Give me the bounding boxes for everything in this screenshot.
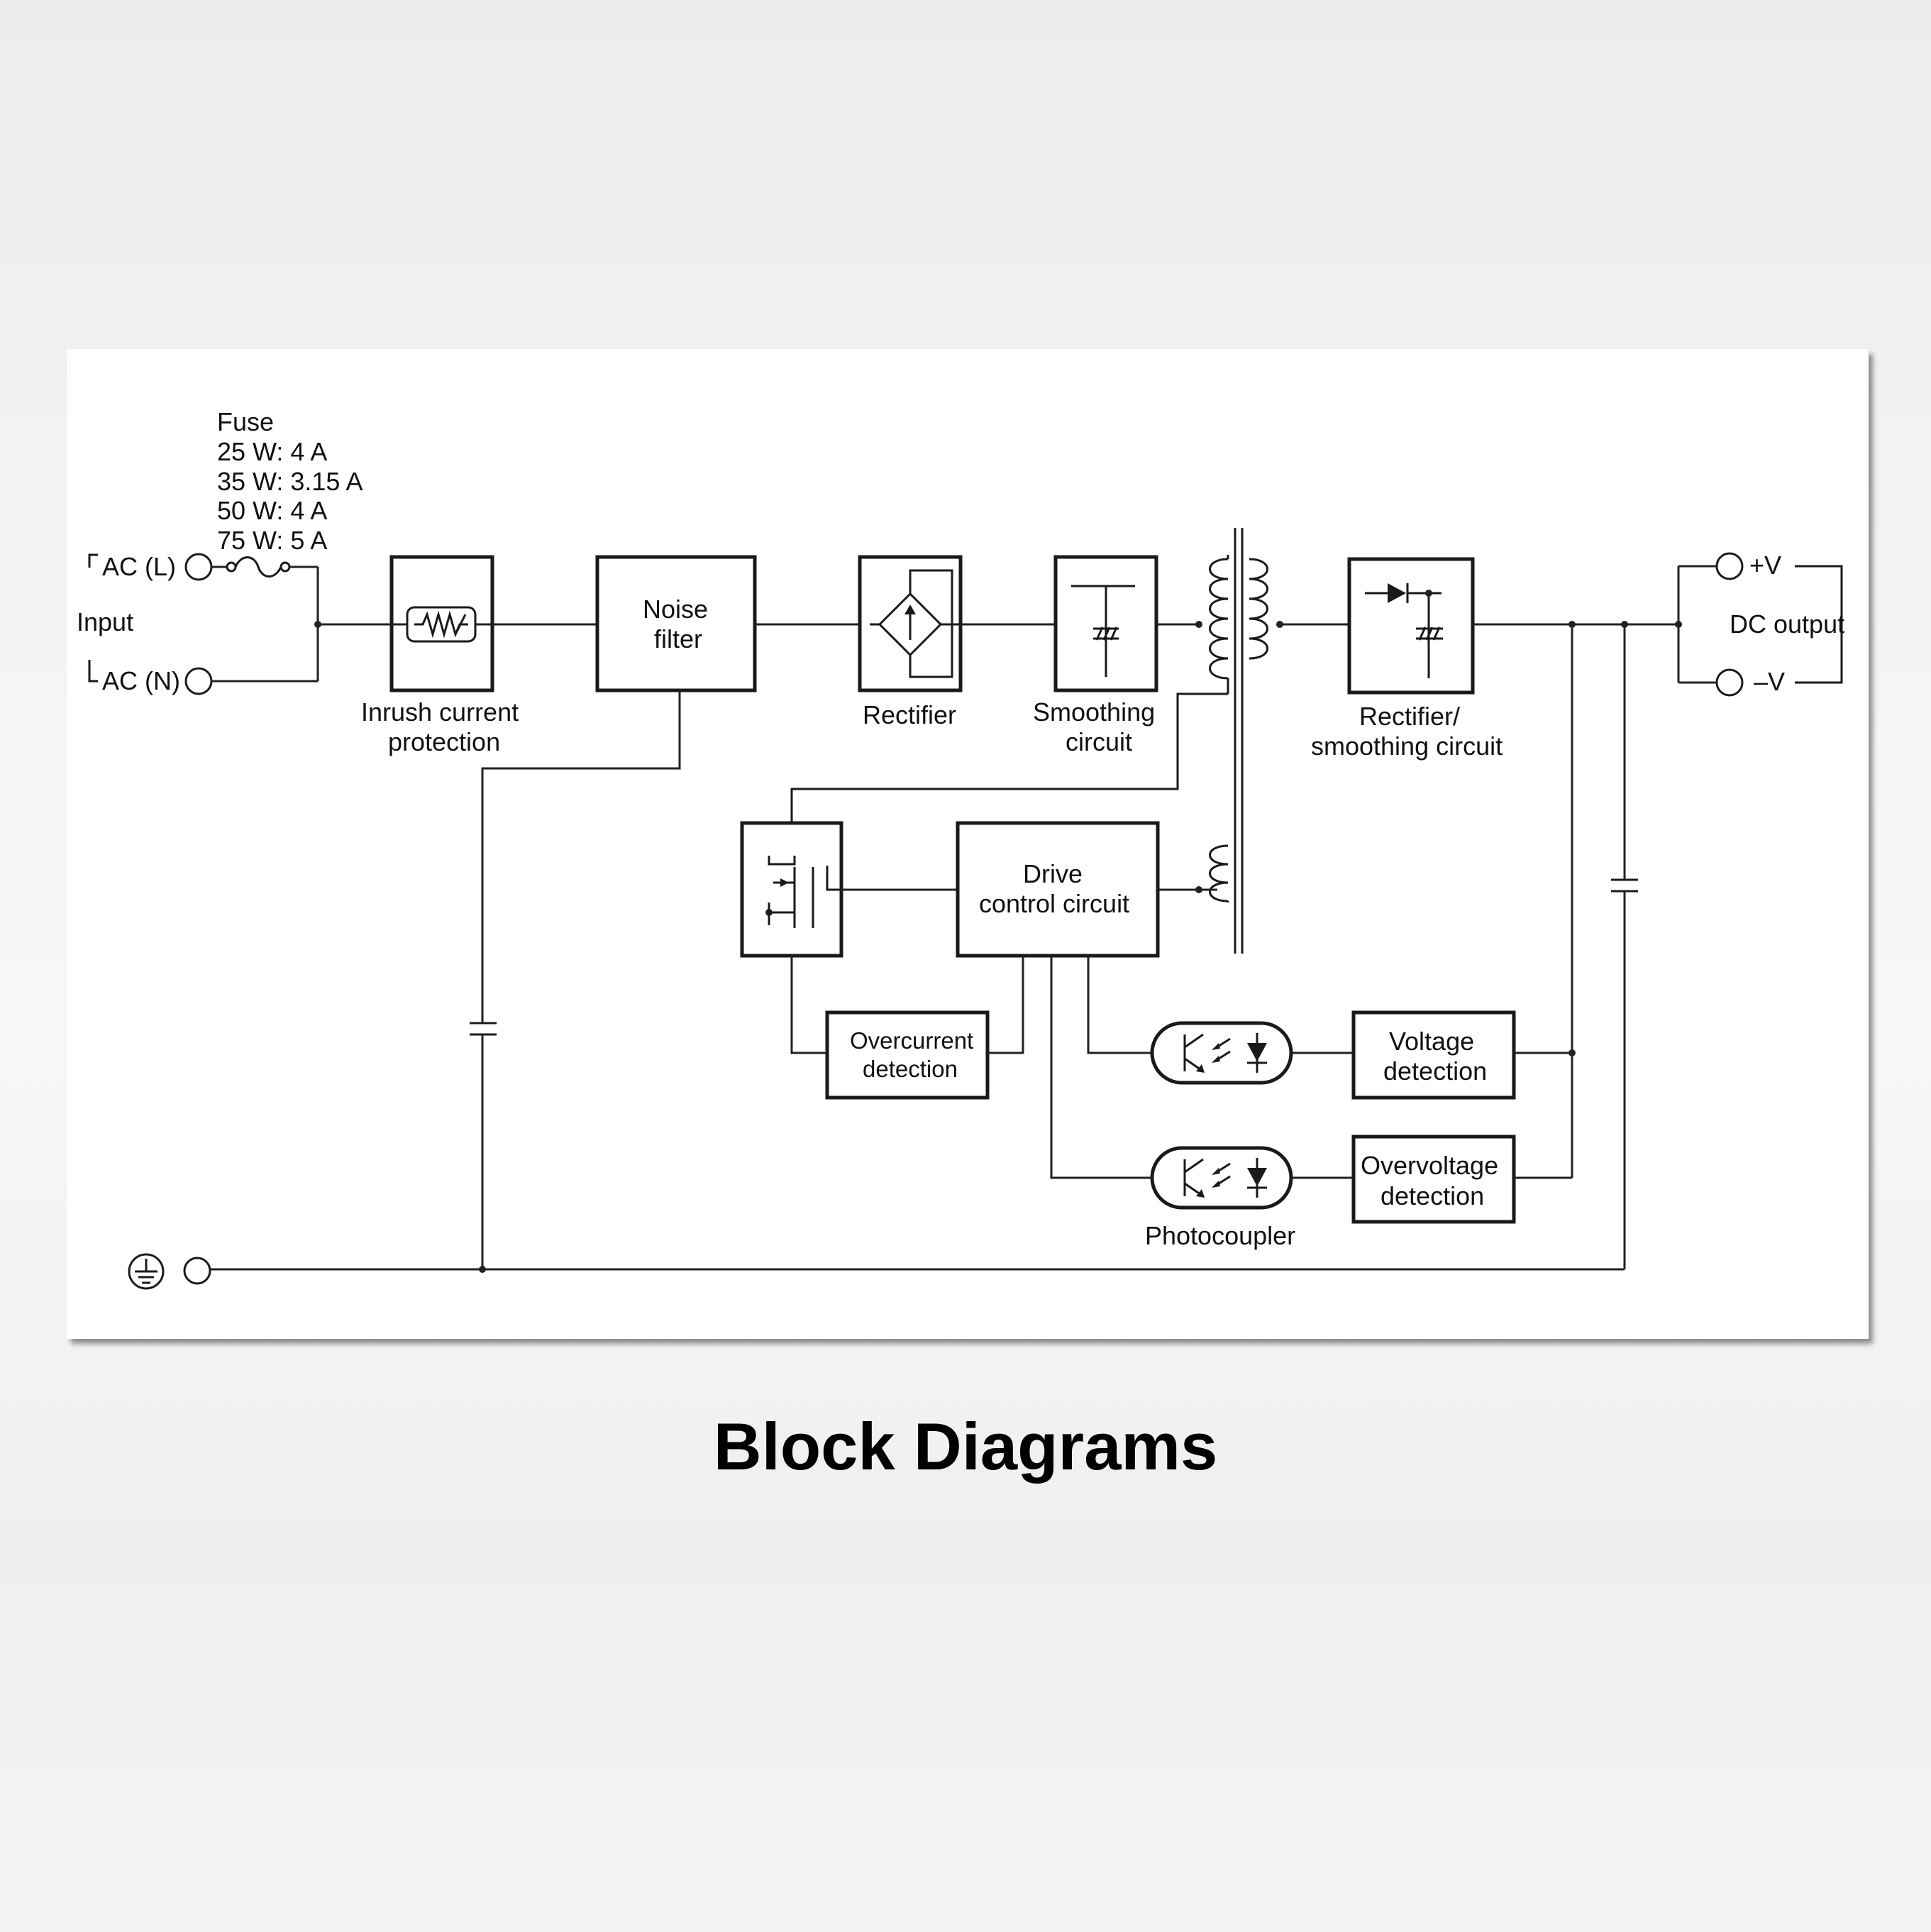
minus-v-label: –V	[1754, 667, 1785, 696]
voltage-detection-block: Voltage detection	[1351, 1010, 1516, 1100]
rectifier-smoothing-block: Rectifier/ smoothing circuit	[1311, 557, 1503, 761]
page-title: Block Diagrams	[713, 1409, 1218, 1484]
fuse-rating-35w: 35 W: 3.15 A	[217, 467, 363, 496]
overcurrent-label-line2: detection	[863, 1056, 958, 1082]
photocoupler-label: Photocoupler	[1145, 1221, 1295, 1250]
fuse-rating-75w: 75 W: 5 A	[217, 526, 327, 555]
ground-terminal	[183, 1257, 211, 1285]
rectifier-block: Rectifier	[858, 555, 963, 729]
inrush-current-protection-block: Inrush current protection	[361, 555, 519, 756]
overcurrent-detection-block: Overcurrent detection	[825, 1010, 990, 1100]
voltage-detection-label-line1: Voltage	[1389, 1027, 1474, 1056]
fuse-label: Fuse 25 W: 4 A 35 W: 3.15 A 50 W: 4 A 75…	[217, 407, 363, 555]
output-capacitor-icon	[1611, 878, 1638, 893]
fuse-icon	[226, 556, 291, 578]
overvoltage-label-line1: Overvoltage	[1361, 1151, 1498, 1180]
transformer-icon	[790, 528, 1283, 954]
noise-filter-block: Noise filter	[595, 555, 757, 692]
drive-control-circuit-block: Drive control circuit	[956, 821, 1160, 958]
fuse-heading: Fuse	[217, 407, 274, 436]
overcurrent-label-line1: Overcurrent	[850, 1027, 973, 1054]
capacitor-icon	[470, 1022, 497, 1036]
dc-output-label: DC output	[1730, 609, 1844, 639]
dc-output-section: +V –V DC output	[1677, 551, 1844, 697]
fuse-rating-50w: 50 W: 4 A	[217, 496, 327, 525]
drive-control-label-line2: control circuit	[979, 889, 1129, 918]
bridge-rectifier-icon	[870, 569, 961, 678]
fuse-rating-25w: 25 W: 4 A	[217, 437, 327, 466]
input-label: Input	[77, 607, 133, 636]
ac-neutral-label: AC (N)	[102, 666, 180, 695]
noise-filter-label-line2: filter	[654, 624, 702, 653]
rectifier-smoothing-label-line2: smoothing circuit	[1311, 732, 1503, 761]
ground-icon	[128, 1253, 165, 1290]
mosfet-icon	[765, 856, 841, 928]
switching-transistor-block	[740, 821, 843, 958]
ac-neutral-terminal	[184, 667, 213, 695]
noise-filter-label-line1: Noise	[643, 595, 708, 624]
overvoltage-detection-block: Overvoltage detection	[1351, 1135, 1516, 1224]
electrolytic-capacitor-icon	[1071, 585, 1135, 677]
input-section: AC (L) Input AC (N)	[77, 552, 392, 695]
inrush-label-line1: Inrush current	[361, 697, 519, 727]
plus-v-label: +V	[1749, 551, 1781, 580]
ac-line-label: AC (L)	[102, 552, 176, 581]
inrush-label-line2: protection	[388, 727, 500, 756]
rectifier-label: Rectifier	[863, 700, 956, 729]
rectifier-smoothing-label-line1: Rectifier/	[1359, 702, 1460, 731]
plus-v-terminal	[1715, 552, 1744, 580]
overvoltage-label-line2: detection	[1381, 1181, 1484, 1210]
block-diagram-card: Fuse 25 W: 4 A 35 W: 3.15 A 50 W: 4 A 75…	[67, 349, 1869, 1339]
smoothing-label-line1: Smoothing	[1033, 697, 1155, 727]
block-diagram: Fuse 25 W: 4 A 35 W: 3.15 A 50 W: 4 A 75…	[77, 407, 1844, 1290]
drive-control-label-line1: Drive	[1023, 859, 1083, 888]
minus-v-terminal	[1715, 668, 1744, 697]
photocoupler-overvoltage-icon	[1150, 1146, 1293, 1210]
voltage-detection-label-line2: detection	[1383, 1056, 1487, 1086]
smoothing-label-line2: circuit	[1066, 727, 1132, 756]
diode-capacitor-icon	[1365, 583, 1443, 678]
smoothing-circuit-block: Smoothing circuit	[1033, 555, 1158, 756]
ac-line-terminal	[184, 553, 213, 581]
photocoupler-voltage-icon	[1150, 1021, 1293, 1085]
